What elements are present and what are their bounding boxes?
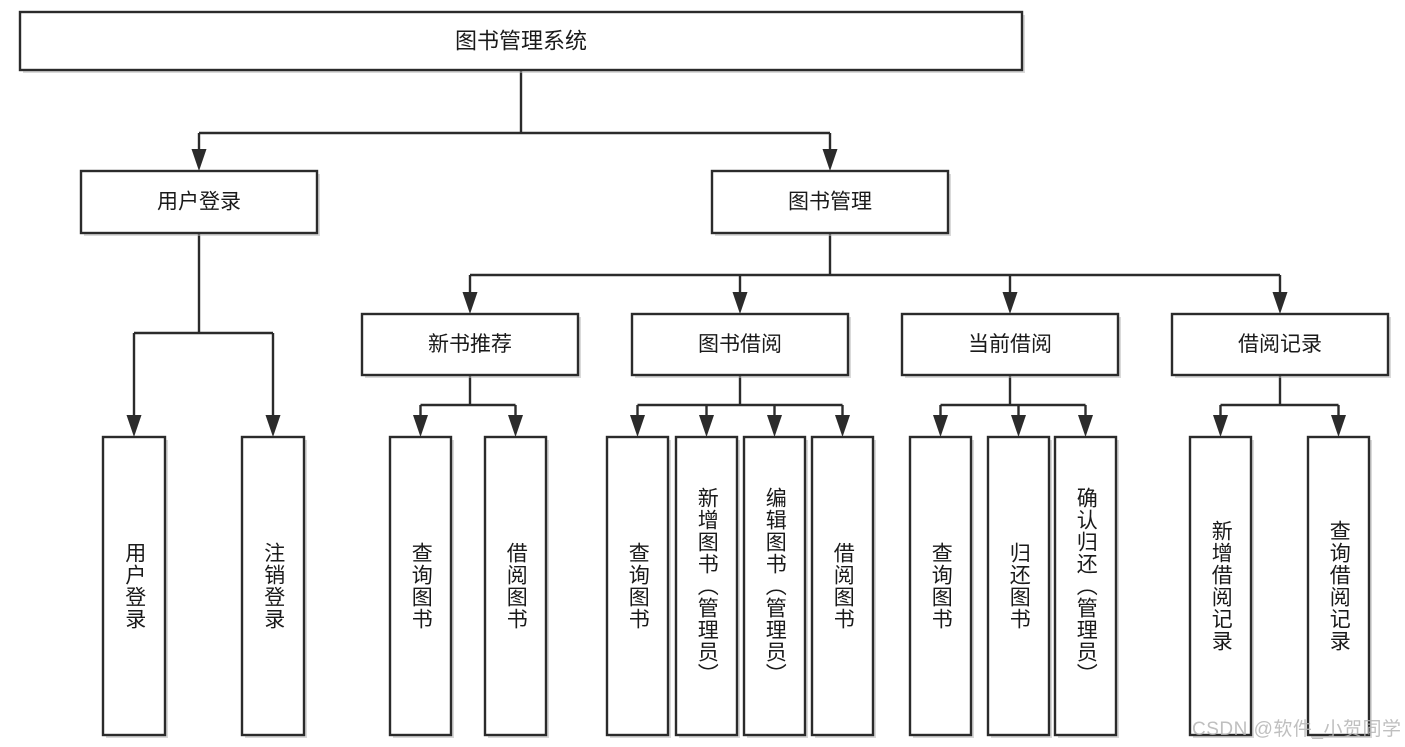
watermark-text: CSDN @软件_小贺同学	[1192, 719, 1402, 740]
group3-to-leaves-branch-0-arrowhead	[1213, 415, 1228, 437]
group2-to-leaves-branch-1-arrowhead	[1011, 415, 1026, 437]
level2-node-1-label: 图书借阅	[698, 333, 782, 356]
group2-to-leaves-branch-2-arrowhead	[1078, 415, 1093, 437]
leaf-node-8[interactable]	[908, 435, 973, 737]
books-to-level2-branch-2-arrowhead	[1002, 292, 1018, 314]
leaf-node-5[interactable]	[674, 435, 739, 737]
books-to-level2-branch-1-arrowhead	[732, 292, 748, 314]
leaf-node-1[interactable]	[240, 435, 306, 737]
group1-to-leaves-branch-0-arrowhead	[630, 415, 645, 437]
level1-node-0[interactable]	[79, 169, 319, 235]
leaf-node-0[interactable]	[101, 435, 167, 737]
group2-to-leaves-branch-0-arrowhead	[933, 415, 948, 437]
group3-to-leaves-branch-1-arrowhead	[1331, 415, 1346, 437]
level2-node-3-label: 借阅记录	[1238, 333, 1322, 356]
root-node[interactable]	[18, 10, 1024, 72]
leaf-node-10[interactable]	[1053, 435, 1118, 737]
root-to-level1-branch-0-arrowhead	[191, 149, 207, 171]
level2-node-2-label: 当前借阅	[968, 333, 1052, 356]
level2-node-0[interactable]	[360, 312, 580, 377]
level1-node-0-label: 用户登录	[157, 191, 241, 214]
level1-node-1-label: 图书管理	[788, 191, 872, 214]
leaf-node-7[interactable]	[810, 435, 875, 737]
group1-to-leaves-branch-2-arrowhead	[767, 415, 782, 437]
level1-node-1[interactable]	[710, 169, 950, 235]
leaf-node-2[interactable]	[388, 435, 453, 737]
group1-to-leaves-branch-3-arrowhead	[835, 415, 850, 437]
group0-to-leaves-branch-1-arrowhead	[508, 415, 523, 437]
userlogin-to-leaves-branch-0-arrowhead	[126, 415, 142, 437]
leaf-node-3[interactable]	[483, 435, 548, 737]
edges-layer	[126, 70, 1346, 437]
group0-to-leaves-branch-0-arrowhead	[413, 415, 428, 437]
books-to-level2-branch-0-arrowhead	[462, 292, 478, 314]
leaf-node-4[interactable]	[605, 435, 670, 737]
leaf-node-11[interactable]	[1188, 435, 1253, 737]
level2-node-3[interactable]	[1170, 312, 1390, 377]
leaf-node-12[interactable]	[1306, 435, 1371, 737]
group1-to-leaves-branch-1-arrowhead	[699, 415, 714, 437]
books-to-level2-branch-3-arrowhead	[1272, 292, 1288, 314]
userlogin-to-leaves-branch-1-arrowhead	[265, 415, 281, 437]
level2-node-0-label: 新书推荐	[428, 333, 512, 356]
leaf-node-6[interactable]	[742, 435, 807, 737]
root-node-label: 图书管理系统	[455, 29, 587, 54]
level2-node-2[interactable]	[900, 312, 1120, 377]
root-to-level1-branch-1-arrowhead	[822, 149, 838, 171]
level2-node-1[interactable]	[630, 312, 850, 377]
leaf-node-9[interactable]	[986, 435, 1051, 737]
